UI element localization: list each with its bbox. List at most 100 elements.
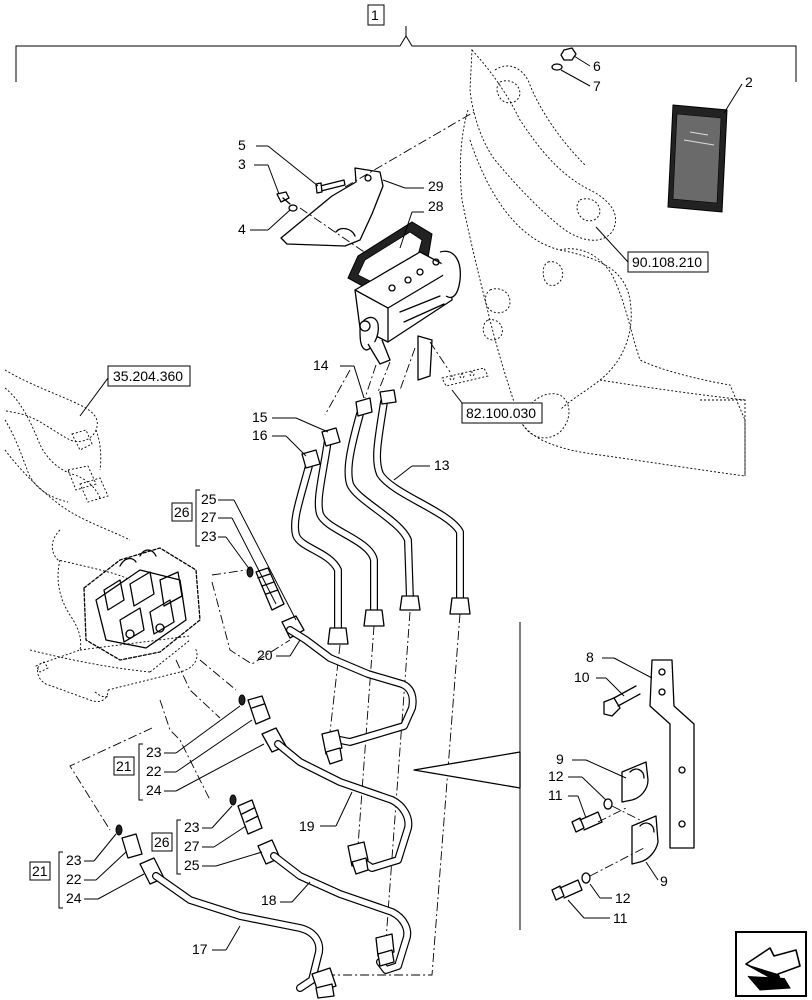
item-26a-box bbox=[171, 502, 193, 522]
alignment-line bbox=[69, 727, 153, 831]
alignment-line bbox=[324, 369, 351, 416]
label-11a: 11 bbox=[548, 787, 563, 803]
hose-group-13 bbox=[291, 389, 471, 645]
fitting-22a bbox=[247, 695, 271, 725]
alignment-line bbox=[399, 347, 416, 391]
alignment-line bbox=[325, 613, 461, 976]
clamp-item-9-lower bbox=[631, 815, 659, 865]
item-26b-box bbox=[151, 832, 173, 852]
label-28: 28 bbox=[428, 198, 444, 214]
washer-item-4 bbox=[288, 204, 298, 212]
alignment-line bbox=[597, 807, 627, 823]
label-29: 29 bbox=[428, 178, 444, 194]
alignment-line bbox=[211, 569, 247, 576]
label-7: 7 bbox=[593, 78, 601, 94]
label-9b: 9 bbox=[660, 873, 668, 889]
ref-35-204-360[interactable] bbox=[107, 365, 191, 387]
alignment-line bbox=[211, 581, 291, 665]
mount-bracket-29 bbox=[280, 167, 384, 247]
washer-item-12-upper bbox=[603, 798, 613, 810]
bolt-item-10 bbox=[603, 685, 641, 717]
pipe-19 bbox=[274, 740, 413, 875]
label-23d: 23 bbox=[184, 819, 200, 835]
plate-82 bbox=[441, 367, 489, 387]
label-23b: 23 bbox=[66, 852, 82, 868]
fitting-seal-23b bbox=[238, 694, 246, 706]
label-20: 20 bbox=[257, 647, 273, 663]
pipe-17 bbox=[152, 872, 337, 999]
alignment-line bbox=[329, 644, 341, 733]
clamp-item-9-upper bbox=[621, 761, 649, 803]
control-valve-28 bbox=[347, 221, 461, 381]
detail-pointer bbox=[413, 751, 521, 789]
fitting-27b bbox=[237, 799, 263, 835]
label-2: 2 bbox=[745, 74, 753, 90]
label-19: 19 bbox=[299, 818, 315, 834]
ref-82-100-030[interactable] bbox=[461, 402, 543, 424]
label-24b: 24 bbox=[66, 890, 82, 906]
screw-item-11-upper bbox=[571, 811, 603, 833]
alignment-line bbox=[299, 207, 371, 257]
fitting-22b bbox=[121, 833, 143, 859]
label-18: 18 bbox=[261, 892, 277, 908]
screw-item-11-lower bbox=[551, 879, 583, 901]
label-21a: 21 bbox=[116, 758, 132, 774]
label-4: 4 bbox=[238, 221, 246, 237]
label-14: 14 bbox=[313, 357, 329, 373]
label-13: 13 bbox=[434, 457, 450, 473]
washer-item-12-lower bbox=[581, 872, 591, 884]
ref-82-label: 82.100.030 bbox=[466, 405, 536, 421]
fitting-seal-23b-lower bbox=[115, 824, 123, 836]
manual-icon bbox=[667, 104, 728, 213]
label-27b: 27 bbox=[184, 838, 200, 854]
label-11b: 11 bbox=[613, 910, 628, 926]
label-23a: 23 bbox=[146, 744, 162, 760]
label-25b: 25 bbox=[184, 857, 200, 873]
item-1-box bbox=[367, 4, 385, 26]
label-15: 15 bbox=[252, 409, 268, 425]
ref-35-label: 35.204.360 bbox=[113, 368, 183, 384]
alignment-line bbox=[377, 361, 391, 393]
item-21a-box bbox=[113, 756, 135, 776]
label-6: 6 bbox=[593, 58, 601, 74]
next-page-arrow-icon[interactable] bbox=[735, 931, 807, 997]
label-12a: 12 bbox=[548, 768, 564, 784]
washer-item-7 bbox=[551, 63, 563, 71]
label-9a: 9 bbox=[556, 751, 564, 767]
ref-90-108-210[interactable] bbox=[627, 251, 709, 273]
label-24a: 24 bbox=[146, 782, 162, 798]
label-16: 16 bbox=[252, 427, 268, 443]
loader-valve-assembly bbox=[3, 369, 198, 702]
alignment-line bbox=[429, 341, 451, 373]
alignment-line bbox=[199, 659, 237, 691]
item-21b-box bbox=[29, 861, 51, 881]
pipe-20 bbox=[286, 626, 417, 765]
alignment-line bbox=[589, 847, 645, 877]
clamp-plate-8 bbox=[649, 659, 695, 849]
ref-90-label: 90.108.210 bbox=[632, 254, 702, 270]
alignment-line bbox=[344, 111, 475, 188]
fitting-seal-23d bbox=[229, 794, 237, 806]
assembly-bracket bbox=[15, 26, 797, 82]
label-25a: 25 bbox=[201, 491, 217, 507]
alignment-line bbox=[159, 699, 211, 801]
fitting-seal-23a bbox=[246, 566, 254, 578]
label-27a: 27 bbox=[201, 509, 217, 525]
label-10: 10 bbox=[574, 669, 590, 685]
label-3: 3 bbox=[238, 156, 246, 172]
label-21b: 21 bbox=[32, 863, 48, 879]
label-26b: 26 bbox=[154, 834, 170, 850]
label-8: 8 bbox=[586, 649, 594, 665]
label-26a: 26 bbox=[174, 504, 190, 520]
label-17: 17 bbox=[192, 941, 208, 957]
alignment-line bbox=[611, 805, 641, 821]
bolt-item-3 bbox=[276, 191, 291, 205]
loader-frame bbox=[459, 48, 746, 477]
alignment-line bbox=[385, 611, 411, 941]
alignment-line bbox=[364, 364, 377, 399]
nut-item-6 bbox=[560, 47, 577, 61]
label-5: 5 bbox=[238, 137, 246, 153]
control-block bbox=[83, 547, 201, 661]
label-1: 1 bbox=[371, 7, 379, 23]
